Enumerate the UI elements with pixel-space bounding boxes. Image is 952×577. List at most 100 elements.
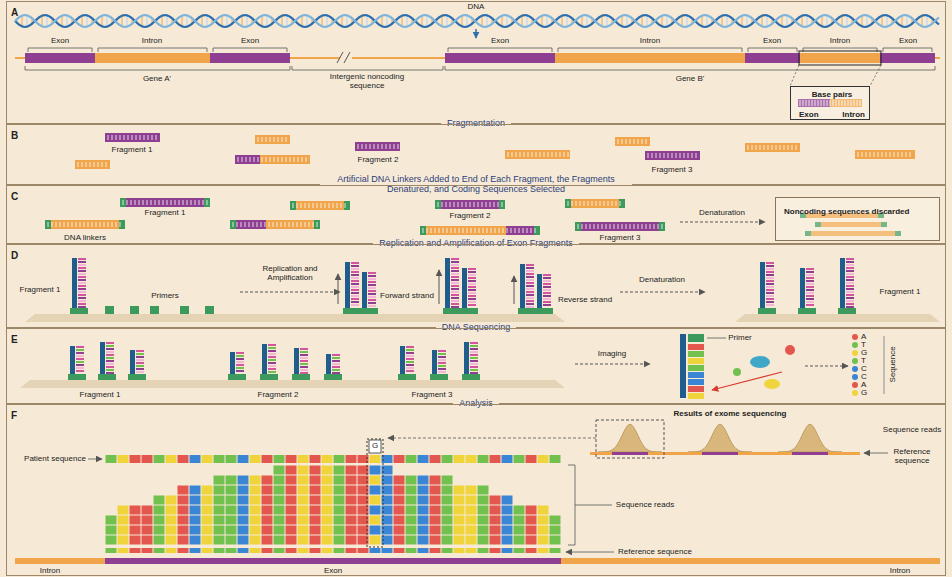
legend-row: A [852, 381, 867, 389]
base-pair-tick [483, 228, 484, 233]
read-cell [454, 496, 465, 505]
base-stripe [78, 303, 86, 305]
base-pair-tick [254, 157, 255, 162]
base-stripe [332, 369, 340, 371]
read-cell [262, 506, 273, 515]
base-stripe [846, 267, 854, 269]
legend-row: G [852, 389, 867, 397]
base-pair-tick [471, 228, 472, 233]
base-pair-tick [427, 228, 428, 233]
base-pair-tick [286, 157, 287, 162]
base-stripe [451, 267, 459, 269]
base-stripe [406, 355, 414, 357]
base-stripe [268, 362, 276, 364]
primer-block [443, 308, 461, 314]
base-pair-tick [634, 224, 635, 229]
read-cell [214, 526, 225, 535]
dna-fragment [45, 220, 125, 229]
primer-block [128, 374, 146, 380]
base-stripe [526, 294, 534, 296]
dna-fragment [435, 200, 505, 209]
patient-base [154, 455, 165, 463]
read-cell [346, 476, 357, 485]
fragment-segment [534, 226, 540, 235]
base-stripe [438, 368, 446, 370]
primer-block [70, 308, 88, 314]
read-cell [298, 536, 309, 545]
dna-fragment [105, 133, 160, 142]
floor [735, 314, 940, 322]
base-cell [688, 358, 704, 364]
base-pair-rung [301, 16, 302, 27]
base-stripe [236, 370, 244, 372]
base-pair-tick [466, 202, 467, 207]
dna-strand [443, 258, 461, 314]
inset-label: Base pairs [799, 91, 865, 100]
read-cell [298, 486, 309, 495]
base-pair-tick [662, 224, 663, 229]
base-stripe [236, 364, 244, 366]
read-cell [466, 506, 477, 515]
base-stripe [78, 300, 86, 302]
base-pair-rung [521, 16, 522, 27]
base-stripe [451, 273, 459, 275]
bracket [292, 66, 443, 70]
base-cell [688, 372, 704, 378]
read-cell [514, 516, 525, 525]
read-cell [190, 506, 201, 515]
base-stripe [76, 370, 84, 372]
base-stripe [236, 358, 244, 360]
base-pair-tick [906, 152, 907, 157]
read-cell [502, 496, 513, 505]
region-label: Intron [640, 37, 660, 46]
base-stripe [846, 276, 854, 278]
fragment-segment [296, 201, 344, 210]
base-stripe [300, 360, 308, 362]
reference-base [238, 548, 249, 553]
base-pair-tick [294, 157, 295, 162]
read-cell [214, 486, 225, 495]
base-stripe [806, 277, 814, 279]
base-pair-tick [96, 222, 97, 227]
base-pair-tick [450, 202, 451, 207]
base-stripe [846, 294, 854, 296]
base-pair-tick [684, 153, 685, 158]
strand-backbone [520, 264, 525, 314]
base-pair-tick [676, 153, 677, 158]
read-cell [430, 506, 441, 515]
base-pair-tick [544, 152, 545, 157]
read-cell [106, 526, 117, 535]
dna-fragment [615, 137, 650, 146]
base-pair-tick [491, 228, 492, 233]
process-arrow [575, 364, 650, 365]
base-pair-tick [886, 152, 887, 157]
read-cell [478, 496, 489, 505]
zoom-line [388, 438, 596, 439]
base-pair-tick [321, 203, 322, 208]
reference-base [478, 548, 489, 553]
base-pair-tick [257, 222, 258, 227]
patient-base [394, 455, 405, 463]
read-cell [346, 496, 357, 505]
coverage-peak [688, 424, 752, 452]
read-cell [490, 506, 501, 515]
base-pair-tick [78, 162, 79, 167]
fragment-segment [420, 226, 426, 235]
fragment-segment [571, 199, 619, 208]
backbone-strand [15, 15, 939, 27]
base-pair-tick [608, 201, 609, 206]
read-cell [286, 536, 297, 545]
read-cell [130, 516, 141, 525]
read-cell [190, 486, 201, 495]
base-stripe [106, 345, 114, 347]
read-cell [382, 466, 393, 475]
base-pair-tick [568, 152, 569, 157]
base-stripe [78, 294, 86, 296]
read-cell [250, 516, 261, 525]
read-cell [106, 516, 117, 525]
base-stripe [470, 354, 478, 356]
exon-bar [210, 53, 290, 63]
base-stripe [766, 283, 774, 285]
legend-swatch [852, 334, 858, 340]
fragment-segment [506, 226, 534, 235]
